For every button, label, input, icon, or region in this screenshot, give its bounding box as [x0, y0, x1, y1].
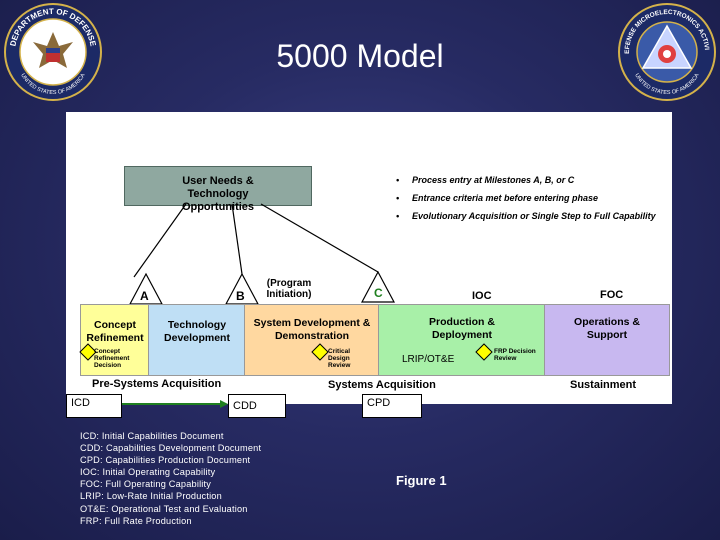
acquisition-diagram: User Needs & Technology Opportunities •P…	[66, 112, 672, 404]
ioc-label: IOC	[472, 290, 492, 302]
phase-technology-development: Technology Development	[148, 304, 246, 376]
glossary-item: OT&E: Operational Test and Evaluation	[80, 503, 248, 514]
figure-label: Figure 1	[396, 473, 447, 488]
decision-diamonds	[79, 343, 493, 361]
concept-decision-diamond	[79, 343, 97, 361]
glossary-item: FRP: Full Rate Production	[80, 515, 192, 526]
slide-title: 5000 Model	[276, 38, 444, 74]
milestone-c-triangle	[361, 270, 395, 303]
cdd-document-box: CDD	[228, 394, 286, 418]
glossary-item: ICD: Initial Capabilities Document	[80, 431, 224, 441]
phase-operations-support: Operations & Support	[544, 304, 670, 376]
phase-system-development: System Development & Demonstration	[244, 304, 380, 376]
acronym-glossary: ICD: Initial Capabilities Document CDD: …	[80, 430, 261, 527]
milestone-a-label: A	[140, 289, 149, 303]
cpd-document-box: CPD	[362, 394, 422, 418]
bullet-item: •Evolutionary Acquisition or Single Step…	[396, 211, 656, 221]
glossary-item: FOC: Full Operating Capability	[80, 479, 212, 490]
program-initiation-label: (Program Initiation)	[266, 278, 312, 300]
design-review-label: Critical Design Review	[328, 348, 351, 369]
dod-seal-icon: DEPARTMENT OF DEFENSE UNITED STATES OF A…	[4, 3, 102, 101]
foc-label: FOC	[600, 289, 624, 301]
bullet-item: •Process entry at Milestones A, B, or C	[396, 175, 575, 185]
glossary-item: CPD: Capabilities Production Document	[80, 455, 251, 466]
glossary-item: IOC: Initial Operating Capability	[80, 467, 216, 478]
icd-document-box: ICD	[66, 394, 122, 418]
design-review-diamond	[311, 343, 329, 361]
frp-review-label: FRP Decision Review	[494, 348, 536, 362]
glossary-item: LRIP: Low-Rate Initial Production	[80, 491, 222, 502]
user-needs-label: User Needs & Technology Opportunities	[181, 175, 255, 213]
activity-pre-systems: Pre-Systems Acquisition	[92, 378, 222, 390]
milestone-b-label: B	[236, 289, 245, 303]
glossary-item: CDD: Capabilities Development Document	[80, 443, 262, 454]
bullet-list: •Process entry at Milestones A, B, or C …	[396, 174, 666, 222]
milestone-connectors	[129, 203, 395, 305]
lrip-label: LRIP/OT&E	[402, 354, 455, 365]
user-needs-box: User Needs & Technology Opportunities	[124, 166, 312, 213]
activity-systems: Systems Acquisition	[328, 379, 436, 391]
dmea-seal-icon: DEFENSE MICROELECTRONICS ACTIVITY UNITED…	[617, 2, 716, 101]
phase-concept-refinement: Concept Refinement	[80, 304, 150, 376]
concept-decision-label: Concept Refinement Decision	[94, 348, 130, 369]
bullet-item: •Entrance criteria met before entering p…	[396, 193, 599, 203]
milestone-c-label: C	[374, 286, 383, 300]
frp-review-diamond	[475, 343, 493, 361]
activity-sustainment: Sustainment	[570, 379, 637, 391]
